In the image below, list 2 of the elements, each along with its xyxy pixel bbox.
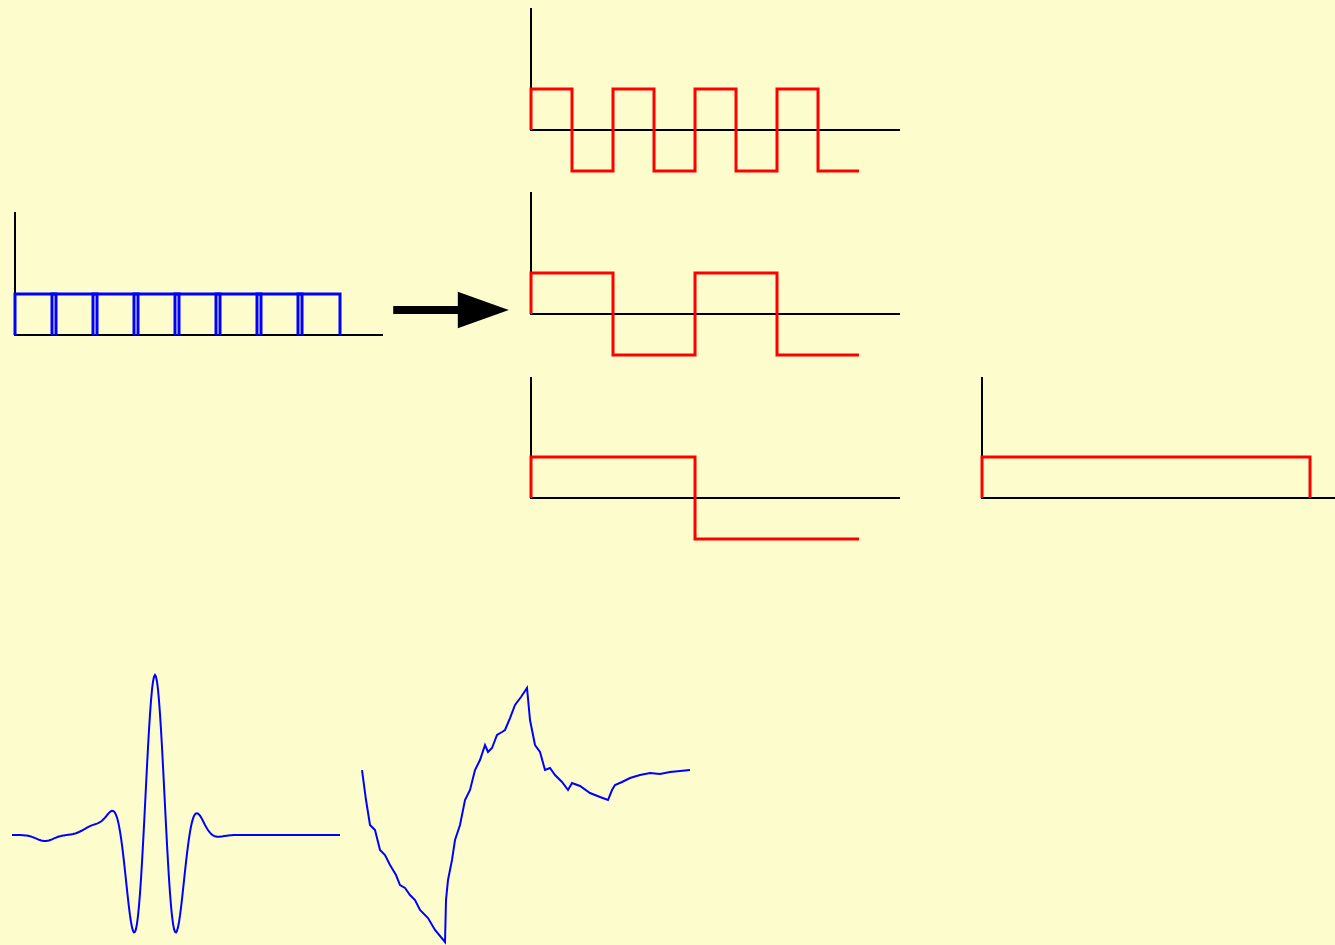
signal-plot-drawing: [529, 191, 901, 357]
signal-plot-drawing: [13, 211, 384, 336]
